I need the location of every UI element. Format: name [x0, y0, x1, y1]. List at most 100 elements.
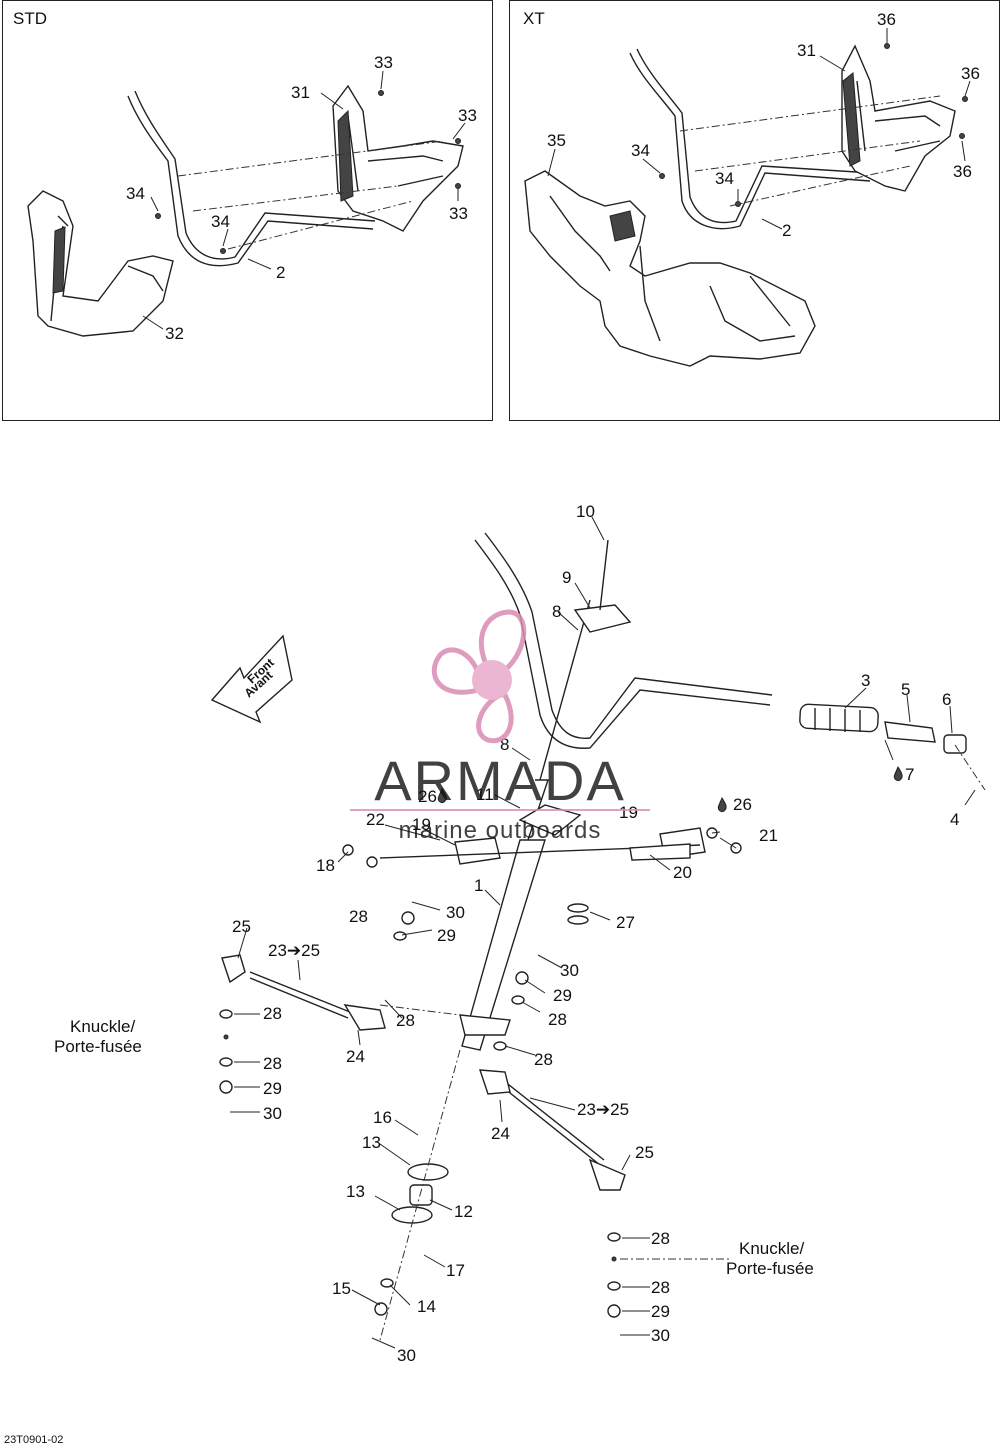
callout-26: 26: [418, 787, 437, 806]
callout-6: 6: [942, 690, 951, 709]
callout-24: 24: [491, 1124, 510, 1143]
callout-25: 25: [635, 1143, 654, 1162]
callout-15: 15: [332, 1279, 351, 1298]
callout-3: 3: [861, 671, 870, 690]
front-arrow-icon: Front Avant: [210, 634, 293, 724]
callout-23-25: 23➔25: [577, 1100, 629, 1119]
main-handlebar: [474, 539, 771, 749]
callout-21: 21: [759, 826, 778, 845]
tie-rod-left: [249, 971, 351, 1013]
screw-icon: [959, 133, 965, 139]
callout-9: 9: [562, 568, 571, 587]
callout-23-25: 23➔25: [268, 941, 320, 960]
callout-1: 1: [474, 876, 483, 895]
bearing: [409, 1184, 433, 1206]
knuckle-label-left: Knuckle/: [70, 1017, 135, 1036]
grease-drop-icon: [437, 787, 447, 803]
callout: 33: [458, 106, 477, 125]
reference-code: 23T0901-02: [4, 1434, 64, 1446]
callout-27: 27: [616, 913, 635, 932]
callout-20: 20: [673, 863, 692, 882]
callout: 2: [782, 221, 791, 240]
tie-rod-right: [499, 1084, 601, 1166]
callout-30: 30: [446, 903, 465, 922]
callout-30: 30: [397, 1346, 416, 1365]
screw-icon: [378, 90, 384, 96]
callout-30: 30: [263, 1104, 282, 1123]
callout: 35: [547, 131, 566, 150]
callout-13: 13: [362, 1133, 381, 1152]
callout-28: 28: [349, 907, 368, 926]
screw-icon: [220, 248, 226, 254]
steering-diagram: Front Avant: [54, 502, 986, 1365]
xt-diagram: 36 31 36 35 34 34 36 2: [524, 10, 980, 367]
xt-panel: XT 36 31 36 35 34 34 36 2: [509, 0, 1000, 421]
steering-support: [454, 837, 501, 865]
screw-icon: [455, 183, 461, 189]
callout-29: 29: [263, 1079, 282, 1098]
xt-handlebar: [629, 52, 871, 230]
std-panel: STD 33 31 33 34 34 33 2 32: [2, 0, 493, 421]
std-handlebar: [127, 95, 374, 267]
clamp: [573, 604, 632, 633]
callout: 36: [961, 64, 980, 83]
callout-29: 29: [437, 926, 456, 945]
grip: [799, 703, 879, 733]
callout-28: 28: [548, 1010, 567, 1029]
callout-11: 11: [476, 785, 494, 804]
knuckle-label-left-fr: Porte-fusée: [54, 1037, 142, 1056]
callout-8: 8: [552, 602, 561, 621]
callout-29: 29: [553, 986, 572, 1005]
screw-icon: [155, 213, 161, 219]
callout-25: 25: [232, 917, 251, 936]
throttle-tube: [884, 721, 936, 743]
callout-4: 4: [950, 810, 959, 829]
callout-28: 28: [651, 1278, 670, 1297]
callout-28: 28: [651, 1229, 670, 1248]
callout-19: 19: [619, 803, 638, 822]
std-diagram: 33 31 33 34 34 33 2 32: [27, 53, 477, 343]
callout-30: 30: [560, 961, 579, 980]
xt-hand-guard: [524, 170, 816, 367]
callout-7: 7: [905, 765, 914, 784]
callout-16: 16: [373, 1108, 392, 1127]
callout: 34: [715, 169, 734, 188]
screw-icon: [455, 138, 461, 144]
grease-drop-icon: [717, 796, 727, 812]
callout: 2: [276, 263, 285, 282]
screw-icon: [659, 173, 665, 179]
std-hand-guard: [27, 190, 174, 337]
callout-24: 24: [346, 1047, 365, 1066]
callout-14: 14: [417, 1297, 436, 1316]
callout: 34: [211, 212, 230, 231]
callout: 34: [126, 184, 145, 203]
bearing-flange-upper: [407, 1163, 449, 1181]
end-cap: [943, 734, 967, 754]
callout: 36: [877, 10, 896, 29]
knuckle-label-right: Knuckle/: [739, 1239, 804, 1258]
callout: 33: [374, 53, 393, 72]
callout-13: 13: [346, 1182, 365, 1201]
callout-18: 18: [316, 856, 335, 875]
knuckle-label-right-fr: Porte-fusée: [726, 1259, 814, 1278]
callout: 34: [631, 141, 650, 160]
steering-column: [461, 839, 546, 1051]
callout-19: 19: [412, 815, 431, 834]
callout-26: 26: [733, 795, 752, 814]
callout-10: 10: [576, 502, 595, 521]
callout-28: 28: [263, 1004, 282, 1023]
callout: 33: [449, 204, 468, 223]
callout-5: 5: [901, 680, 910, 699]
callout-17: 17: [446, 1261, 465, 1280]
callout-28: 28: [534, 1050, 553, 1069]
screw-icon: [735, 201, 741, 207]
callout: 36: [953, 162, 972, 181]
callout: 31: [797, 41, 816, 60]
xt-panel-label: XT: [523, 9, 545, 28]
std-panel-label: STD: [13, 9, 47, 28]
callout: 32: [165, 324, 184, 343]
callout-12: 12: [454, 1202, 473, 1221]
callout-28: 28: [396, 1011, 415, 1030]
screw-icon: [884, 43, 890, 49]
grease-drop-icon: [893, 765, 903, 781]
